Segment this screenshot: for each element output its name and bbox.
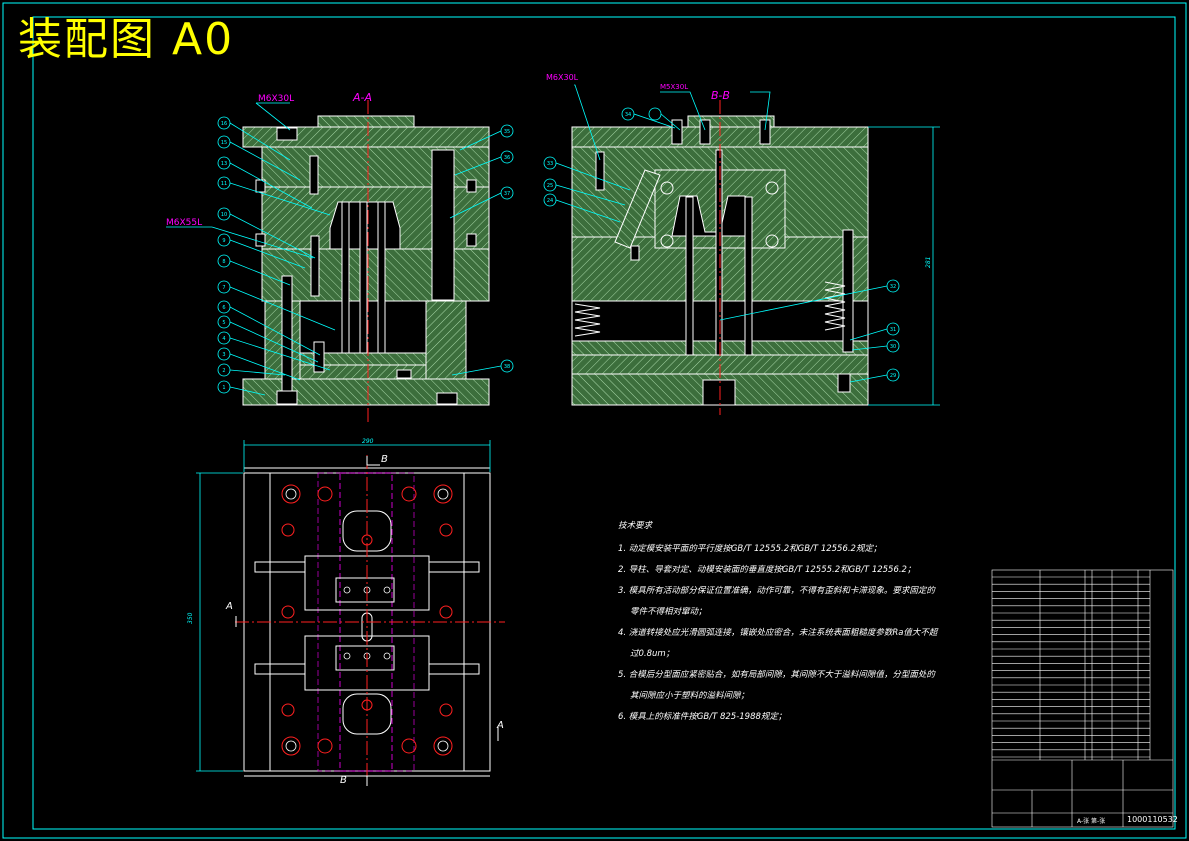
- tech-title: 技术要求: [618, 521, 653, 531]
- tech-item: 3. 模具所有活动部分保证位置准确，动作可靠，不得有歪斜和卡滞现象。要求固定的: [618, 586, 935, 596]
- tech-item: 6. 模具上的标准件按GB/T 825-1988规定；: [618, 712, 787, 722]
- section-aa-view: [166, 100, 514, 425]
- title-block: [991, 569, 1174, 828]
- section-bb-view: [543, 84, 940, 415]
- tech-item: 1. 动定模安装平面的平行度按GB/T 12555.2和GB/T 12556.2…: [618, 544, 882, 554]
- tech-item: 5. 合模后分型面应紧密贴合，如有局部间隙，其间隙不大于溢料间隙值，分型面处的: [618, 670, 935, 680]
- tech-item: 过0.8um；: [630, 649, 675, 659]
- plan-view: [196, 440, 505, 786]
- tech-item: 2. 导柱、导套对定、动模安装面的垂直度按GB/T 12555.2和GB/T 1…: [618, 565, 916, 575]
- tech-item: 零件不得相对窜动；: [630, 607, 707, 617]
- tech-item: 其间隙应小于塑料的溢料间隙；: [630, 691, 750, 701]
- inner-frame: [32, 16, 1176, 830]
- tech-item: 4. 浇道转接处应光滑圆弧连接，镶嵌处应密合，未注系统表面粗糙度参数Ra值大不超: [618, 628, 938, 638]
- drawing-title: 装配图 A0: [18, 14, 235, 65]
- technical-requirements: 技术要求 1. 动定模安装平面的平行度按GB/T 12555.2和GB/T 12…: [618, 516, 937, 728]
